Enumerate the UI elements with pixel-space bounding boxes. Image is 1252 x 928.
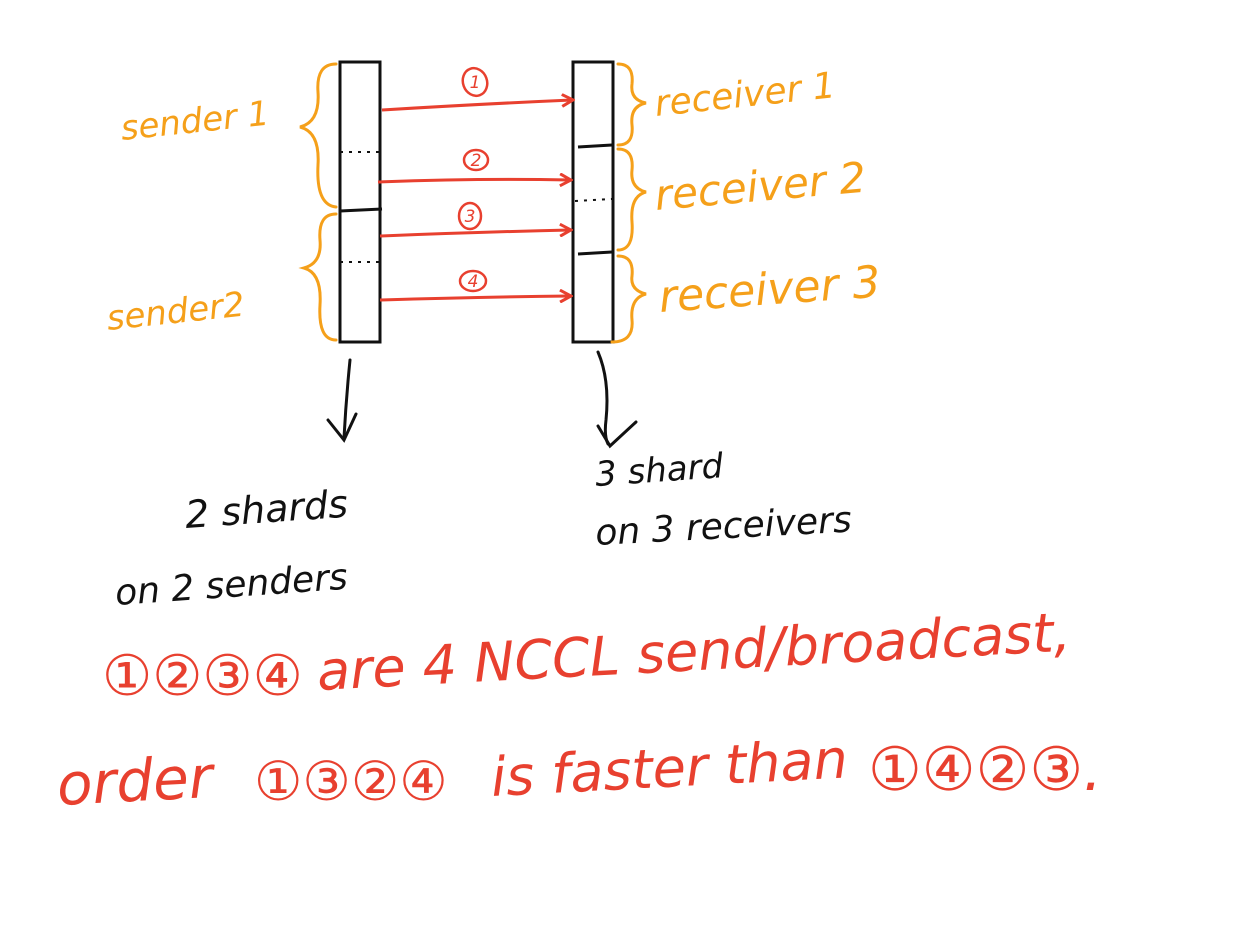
transfer-number-markers: 1 2 3 4	[457, 66, 490, 293]
receiver-shard-divider-2	[577, 250, 613, 256]
caption-line-2: order ①③②④ is faster than ①④②③.	[55, 727, 1102, 819]
transfer-arrow-1	[381, 100, 572, 112]
receiver-sub-divider	[574, 198, 613, 202]
down-arrow-left	[326, 358, 358, 443]
left-note-line-1: 2 shards	[184, 482, 350, 537]
receiver-1-brace	[616, 62, 647, 147]
sender-2-label: sender2	[105, 285, 247, 339]
receiver-column	[571, 60, 615, 344]
receiver-3-brace	[610, 254, 647, 344]
receiver-braces	[610, 62, 647, 344]
sender-braces	[298, 62, 338, 342]
caption-line-1: ①②③④ are 4 NCCL send/broadcast,	[102, 601, 1072, 709]
transfer-marker-1: 1	[461, 66, 489, 98]
sender-1-brace	[299, 62, 338, 209]
transfer-arrow-2	[377, 179, 570, 182]
svg-text:1: 1	[470, 73, 481, 93]
caption-line-1-text: are 4 NCCL send/broadcast,	[315, 601, 1072, 703]
sender-column	[338, 60, 383, 344]
left-note-line-2: on 2 senders	[114, 557, 349, 614]
transfer-arrow-3	[379, 230, 570, 238]
receiver-shard-divider-1	[577, 143, 613, 149]
caption-slow-order: ①④②③.	[868, 735, 1102, 805]
caption-fast-order: ①③②④	[254, 750, 448, 813]
transfer-arrow-4	[379, 296, 570, 300]
receiver-3-label: receiver 3	[657, 257, 882, 323]
caption-comparison: is faster than	[489, 727, 849, 809]
receiver-2-label: receiver 2	[653, 153, 868, 220]
receiver-2-brace	[616, 147, 647, 252]
receiver-1-label: receiver 1	[653, 65, 838, 125]
svg-text:2: 2	[471, 151, 482, 171]
right-note-line-2: on 3 receivers	[594, 500, 852, 554]
sender-2-brace	[298, 212, 338, 342]
transfer-marker-3: 3	[457, 201, 483, 231]
down-arrow-right	[596, 350, 638, 449]
sender-shard-divider	[339, 207, 383, 213]
transfer-arrows	[377, 100, 572, 300]
right-note-line-1: 3 shard	[594, 446, 725, 495]
svg-text:4: 4	[468, 272, 479, 292]
svg-text:3: 3	[465, 207, 476, 227]
caption-order-word: order	[55, 743, 217, 819]
sender-1-label: sender 1	[119, 94, 271, 149]
transfer-marker-2: 2	[462, 148, 490, 172]
caption-circled-ops: ①②③④	[102, 644, 303, 709]
transfer-marker-4: 4	[458, 269, 488, 293]
